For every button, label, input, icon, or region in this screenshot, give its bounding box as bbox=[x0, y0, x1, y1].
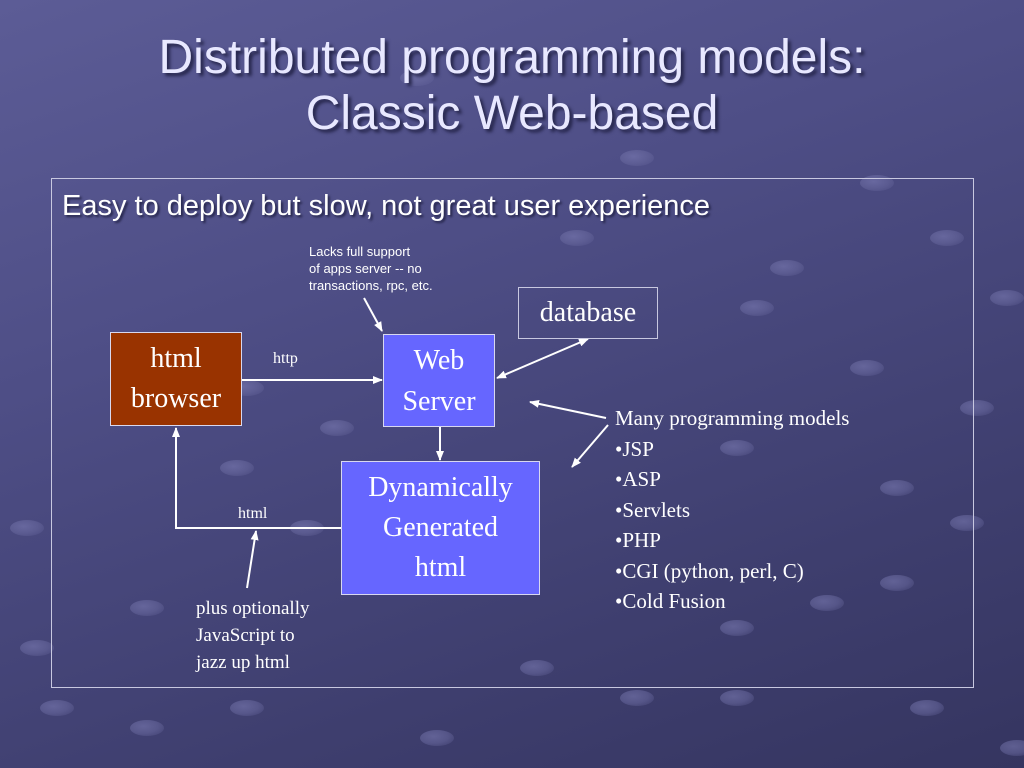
html-return-arrow bbox=[172, 427, 341, 529]
model-item: •ASP bbox=[615, 467, 661, 491]
models-to-server-pointer bbox=[529, 399, 607, 419]
web-server-node: Web Server bbox=[383, 334, 495, 427]
model-item: •Cold Fusion bbox=[615, 589, 726, 613]
model-item: •JSP bbox=[615, 436, 654, 461]
http-label: http bbox=[273, 350, 298, 367]
html-browser-node: html browser bbox=[110, 332, 242, 426]
server-note-pointer bbox=[363, 297, 383, 332]
server-label-line-1: Web bbox=[413, 344, 465, 376]
model-item: •PHP bbox=[615, 528, 661, 552]
dynamic-label-line-3: html bbox=[414, 552, 467, 583]
js-note-pointer bbox=[246, 530, 259, 589]
database-node: database bbox=[518, 287, 658, 339]
server-note-line-3: transactions, rpc, etc. bbox=[309, 278, 433, 293]
title-line-1: Distributed programming models: bbox=[158, 31, 866, 84]
programming-models-list: Many programming models •JSP •ASP •Servl… bbox=[615, 403, 849, 617]
server-note-line-1: Lacks full support bbox=[309, 244, 411, 259]
database-label: database bbox=[539, 297, 637, 328]
js-note-line-2: JavaScript to bbox=[196, 625, 295, 646]
browser-label-line-2: browser bbox=[130, 383, 222, 414]
server-database-arrow bbox=[496, 338, 589, 379]
js-note-line-1: plus optionally bbox=[196, 598, 310, 619]
js-note-line-3: jazz up html bbox=[196, 652, 290, 673]
model-item: •CGI (python, perl, C) bbox=[615, 558, 804, 583]
html-label: html bbox=[238, 505, 268, 522]
title-line-2: Classic Web-based bbox=[305, 87, 719, 140]
javascript-note: plus optionally JavaScript to jazz up ht… bbox=[196, 595, 309, 676]
dynamic-label-line-1: Dynamically bbox=[368, 472, 513, 503]
slide-subtitle: Easy to deploy but slow, not great user … bbox=[62, 190, 711, 222]
models-heading: Many programming models bbox=[615, 406, 850, 430]
server-label-line-2: Server bbox=[402, 385, 476, 417]
server-note: Lacks full support of apps server -- no … bbox=[309, 243, 433, 294]
slide-title: Distributed programming models: Classic … bbox=[0, 30, 1024, 142]
dynamic-html-node: Dynamically Generated html bbox=[341, 461, 540, 595]
server-note-line-2: of apps server -- no bbox=[309, 261, 422, 276]
model-item: •Servlets bbox=[615, 497, 691, 522]
browser-label-line-1: html bbox=[150, 343, 202, 374]
content-panel bbox=[51, 178, 974, 688]
models-to-dynamic-pointer bbox=[571, 424, 609, 468]
dynamic-label-line-2: Generated bbox=[382, 512, 499, 543]
